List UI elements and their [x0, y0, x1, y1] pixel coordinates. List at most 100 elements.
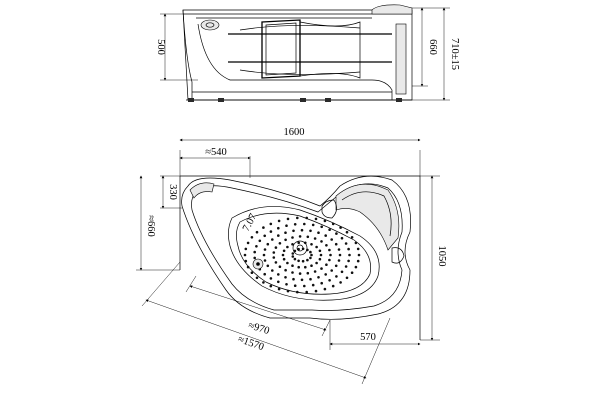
- massage-jet-dot: [278, 242, 282, 245]
- massage-jet-dot: [320, 225, 324, 229]
- length-1600-label: 1600: [284, 127, 305, 138]
- massage-jet-dot: [319, 253, 323, 257]
- massage-jet-dot: [255, 230, 259, 234]
- massage-jet-dot: [291, 264, 294, 268]
- massage-jet-dot: [297, 259, 300, 263]
- massage-jet-dot: [274, 261, 278, 264]
- massage-jet-dot: [274, 246, 278, 249]
- side-view: 500 660 710±15: [155, 4, 460, 102]
- massage-jet-dot: [255, 276, 259, 280]
- massage-jet-dot: [291, 243, 294, 246]
- massage-jet-dot: [328, 228, 331, 231]
- massage-jet-dot: [317, 231, 320, 234]
- massage-jet-dot: [269, 277, 273, 280]
- massage-jet-dot: [339, 281, 342, 284]
- massage-jet-dot: [278, 265, 282, 269]
- massage-jet-dot: [286, 217, 290, 221]
- height-710-label: 710±15: [449, 38, 460, 70]
- massage-jet-dot: [271, 238, 274, 241]
- massage-jet-dot: [310, 253, 313, 257]
- massage-jet-dot: [328, 279, 331, 282]
- massage-jet-dot: [305, 216, 309, 220]
- massage-jet-dot: [345, 276, 349, 280]
- massage-jet-dot: [325, 244, 328, 247]
- massage-jet-dot: [315, 245, 318, 249]
- massage-jet-dot: [271, 269, 274, 272]
- massage-jet-dot: [292, 229, 295, 233]
- massage-jet-dot: [311, 283, 315, 287]
- massage-jet-dot: [309, 256, 312, 260]
- seat-right: [335, 183, 400, 251]
- massage-jet-dot: [291, 252, 295, 255]
- massage-jet-dot: [284, 231, 287, 234]
- massage-jet-dot: [262, 253, 266, 257]
- massage-jet-dot: [335, 232, 338, 235]
- massage-jet-dot: [345, 230, 349, 234]
- massage-jet-dot: [311, 223, 315, 227]
- massage-jet-dot: [296, 216, 299, 220]
- massage-jet-dot: [330, 238, 334, 241]
- massage-jet-dot: [282, 249, 286, 253]
- massage-jet-dot: [277, 226, 280, 230]
- massage-jet-dot: [334, 264, 338, 268]
- massage-jet-dot: [296, 290, 299, 294]
- massage-jet-dot: [253, 250, 256, 254]
- massage-jet-dot: [293, 284, 297, 288]
- massage-jet-dot: [303, 284, 306, 288]
- massage-jet-dot: [253, 256, 256, 260]
- massage-jet-dot: [246, 265, 250, 269]
- massage-jet-dot: [318, 249, 322, 253]
- massage-jet-dot: [263, 259, 267, 262]
- tub-inner-bowl: [228, 206, 380, 301]
- massage-jet-dot: [269, 222, 273, 226]
- massage-jet-dot: [315, 261, 318, 265]
- massage-jet-dot: [272, 251, 276, 254]
- massage-jet-dot: [262, 226, 265, 229]
- massage-jet-dot: [281, 253, 285, 257]
- massage-jet-dot: [292, 277, 295, 281]
- massage-jet-dot: [297, 247, 300, 251]
- massage-jet-dot: [298, 272, 302, 275]
- massage-jet-dot: [244, 259, 248, 263]
- massage-jet-dot: [320, 240, 323, 243]
- offset-330-label: 330: [167, 184, 178, 200]
- massage-jet-dot: [334, 242, 338, 246]
- massage-jet-dot: [309, 250, 312, 254]
- massage-jet-dot: [340, 270, 344, 274]
- width-1050-label: 1050: [436, 246, 447, 267]
- massage-jet-dot: [318, 257, 322, 261]
- massage-jet-dot: [262, 281, 265, 284]
- massage-jet-dot: [297, 241, 301, 245]
- massage-jet-dot: [277, 219, 281, 223]
- massage-jet-dot: [284, 238, 287, 242]
- massage-jet-dot: [354, 241, 358, 245]
- massage-jet-dot: [286, 261, 289, 265]
- massage-jet-dot: [306, 235, 310, 239]
- massage-jet-dot: [286, 289, 290, 293]
- massage-jet-dot: [344, 242, 348, 245]
- massage-jet-dot: [243, 253, 247, 257]
- massage-jet-dot: [304, 265, 307, 269]
- massage-jet-dot: [250, 236, 254, 239]
- top-view: 7.07 1600 ≈540 330 ≈660 1050 570 ≈970: [136, 127, 447, 385]
- massage-jet-dot: [335, 275, 338, 278]
- massage-jet-dot: [339, 226, 342, 229]
- massage-jet-dot: [323, 219, 327, 223]
- massage-jet-dot: [348, 253, 351, 257]
- massage-jet-dot: [325, 263, 328, 267]
- massage-jet-dot: [284, 268, 287, 272]
- massage-jet-dot: [300, 278, 304, 282]
- massage-jet-dot: [317, 276, 320, 279]
- massage-jet-dot: [293, 223, 297, 226]
- massage-jet-dot: [293, 257, 297, 261]
- massage-jet-dot: [338, 253, 342, 257]
- massage-jet-dot: [269, 284, 273, 288]
- massage-jet-dot: [309, 277, 312, 281]
- length-1570-label: ≈1570: [236, 334, 265, 353]
- massage-jet-dot: [258, 239, 262, 243]
- massage-jet-dot: [328, 248, 331, 252]
- massage-jet-dot: [350, 271, 354, 275]
- massage-jet-dot: [263, 272, 267, 276]
- massage-jet-dot: [266, 242, 270, 246]
- length-970-label: ≈970: [247, 320, 271, 337]
